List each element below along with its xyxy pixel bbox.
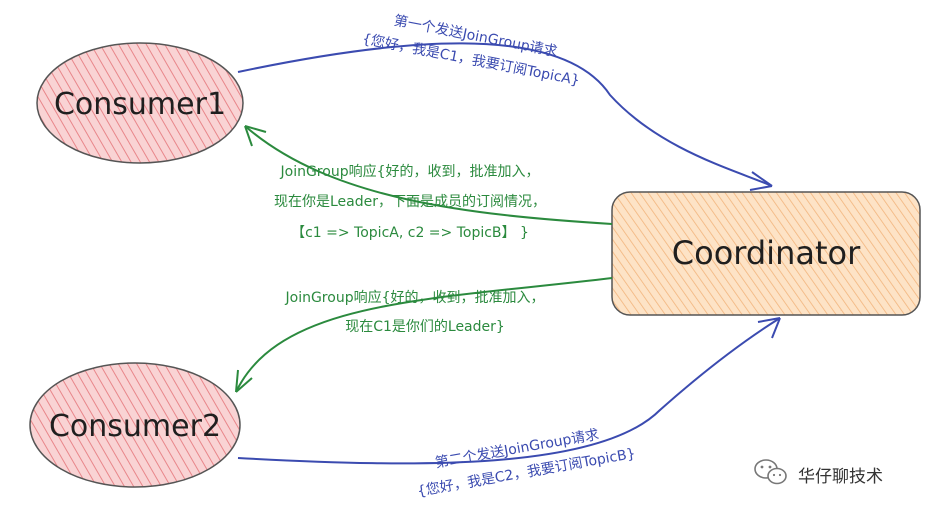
c1-request-arrow — [237, 42, 773, 191]
coordinator-label: Coordinator — [672, 234, 861, 272]
consumer1-label: Consumer1 — [54, 87, 226, 122]
c1-request-text: 第一个发送JoinGroup请求 {您好，我是C1，我要订阅TopicA} — [361, 12, 581, 89]
c2-response-line-2: 现在C1是你们的Leader} — [345, 319, 505, 335]
c2-request-arrow — [237, 317, 781, 465]
wechat-icon — [754, 459, 787, 485]
coordinator-node[interactable]: Coordinator — [611, 191, 921, 316]
consumer2-label: Consumer2 — [49, 409, 221, 444]
c1-response-line-1: JoinGroup响应{好的，收到，批准加入， — [280, 163, 540, 180]
c1-response-arrow — [244, 125, 613, 225]
c2-response-arrow — [235, 277, 613, 393]
consumer1-node[interactable]: Consumer1 — [36, 42, 244, 164]
watermark: 华仔聊技术 — [754, 459, 883, 487]
watermark-text: 华仔聊技术 — [798, 467, 883, 487]
consumer2-node[interactable]: Consumer2 — [29, 362, 241, 488]
c2-response-text: JoinGroup响应{好的，收到，批准加入， 现在C1是你们的Leader} — [285, 289, 545, 335]
c2-response-line-1: JoinGroup响应{好的，收到，批准加入， — [285, 289, 545, 306]
c1-response-text: JoinGroup响应{好的，收到，批准加入， 现在你是Leader，下面是成员… — [274, 163, 546, 241]
c2-request-text: 第二个发送JoinGroup请求 {您好，我是C2，我要订阅TopicB} — [416, 426, 637, 500]
c1-response-line-2: 现在你是Leader，下面是成员的订阅情况， — [274, 194, 546, 210]
c1-response-line-3: 【c1 => TopicA, c2 => TopicB】 } — [291, 225, 529, 241]
